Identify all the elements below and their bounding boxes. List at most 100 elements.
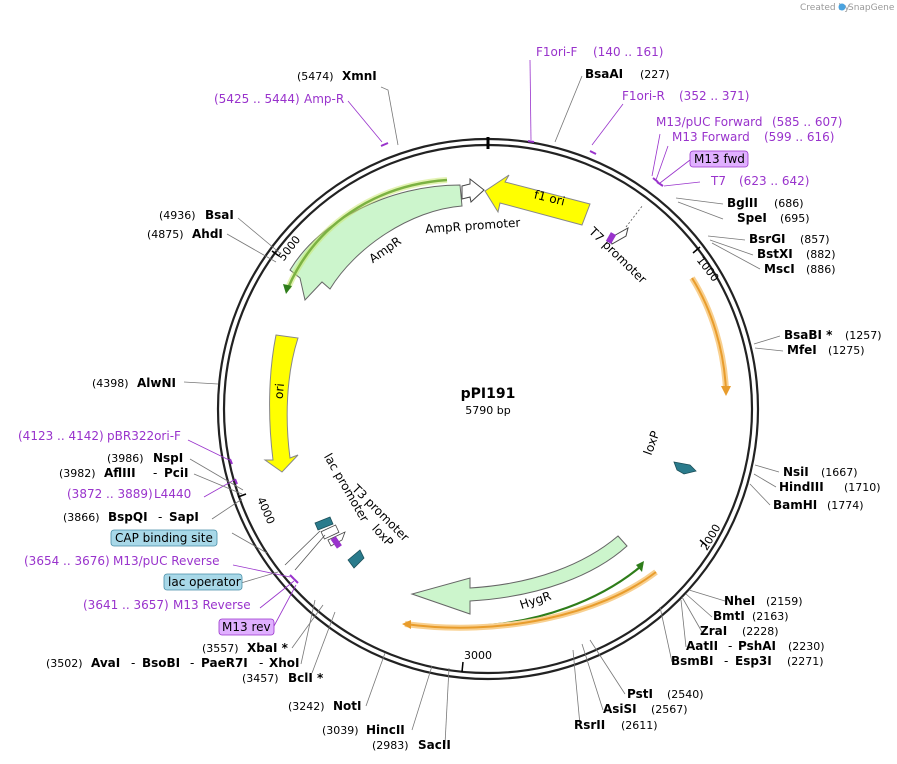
enzyme-zrai-pos: (2228) <box>742 625 779 638</box>
enzyme-aatii[interactable]: AatII <box>686 639 718 653</box>
enzyme-bsrgi[interactable]: BsrGI <box>749 232 786 246</box>
enzyme-xmni[interactable]: XmnI <box>342 69 377 83</box>
enzyme-bstxi-pos: (882) <box>806 248 836 261</box>
primer-m13-reverse[interactable]: M13 Reverse <box>173 598 251 612</box>
enzyme-afliii[interactable]: AflIII <box>104 466 136 480</box>
enzyme-bmti[interactable]: BmtI <box>713 609 745 623</box>
snapgene-logo-icon <box>838 3 846 11</box>
orf-bottom <box>404 571 657 629</box>
enzyme-afliii-pos: (3982) <box>59 467 96 480</box>
primer-m13-forward-range: (599 .. 616) <box>764 130 834 144</box>
credit-brand: SnapGene <box>848 3 895 13</box>
enzyme-ahdi[interactable]: AhdI <box>192 227 223 241</box>
enzyme-alwni-pos: (4398) <box>92 377 129 390</box>
enzyme-esp3i[interactable]: Esp3I <box>735 654 772 668</box>
enzyme-avai[interactable]: AvaI <box>91 656 120 670</box>
enzyme-sacii-pos: (2983) <box>372 739 409 752</box>
enzyme-mfei[interactable]: MfeI <box>787 343 817 357</box>
primer-t7-range: (623 .. 642) <box>739 174 809 188</box>
hygr-feature[interactable] <box>410 535 628 615</box>
f1-ori-feature[interactable] <box>484 174 591 226</box>
enzyme-bcli[interactable]: BclI * <box>288 671 324 685</box>
enzyme-leaders <box>183 75 784 745</box>
enzyme-bsabi[interactable]: BsaBI * <box>784 328 833 342</box>
enzyme-bglii[interactable]: BglII <box>727 196 758 210</box>
enzyme-hincii[interactable]: HincII <box>366 723 405 737</box>
m13-rev-box[interactable] <box>218 618 275 636</box>
enzyme-aatii-pos: (2230) <box>788 640 825 653</box>
enzyme-rsrii[interactable]: RsrII <box>574 718 605 732</box>
enzyme-nsii[interactable]: NsiI <box>783 465 809 479</box>
enzyme-bsai[interactable]: BsaI <box>205 208 234 222</box>
enzyme-bsai-pos: (4936) <box>159 209 196 222</box>
svg-text:-: - <box>158 510 162 524</box>
enzyme-sapi[interactable]: SapI <box>169 510 199 524</box>
enzyme-asisi[interactable]: AsiSI <box>603 702 637 716</box>
enzyme-nspi[interactable]: NspI <box>153 451 183 465</box>
orf-right <box>691 277 727 391</box>
enzyme-sacii[interactable]: SacII <box>418 738 451 752</box>
enzyme-bamhi-pos: (1774) <box>827 499 864 512</box>
enzyme-pcii[interactable]: PciI <box>164 466 189 480</box>
ampr-promoter-label: AmpR promoter <box>425 215 521 236</box>
loxp-left-feature[interactable] <box>347 549 365 569</box>
enzyme-bspqi[interactable]: BspQI <box>108 510 148 524</box>
enzyme-hindiii[interactable]: HindIII <box>779 480 824 494</box>
primer-l4440-range: (3872 .. 3889) <box>67 487 153 501</box>
lac-cluster <box>284 516 365 571</box>
primer-m13-puc-forward[interactable]: M13/pUC Forward <box>656 115 763 129</box>
enzyme-nhei[interactable]: NheI <box>724 594 755 608</box>
ampr-promoter-feature[interactable] <box>461 177 485 203</box>
enzyme-bsabi-pos: (1257) <box>845 329 882 342</box>
enzyme-noti[interactable]: NotI <box>333 699 362 713</box>
snapgene-credit: Created by SnapGene <box>800 3 895 13</box>
primer-amp-r[interactable]: Amp-R <box>304 92 344 106</box>
enzyme-xhoi[interactable]: XhoI <box>269 656 300 670</box>
enzyme-bcli-pos: (3457) <box>242 672 279 685</box>
enzyme-zrai[interactable]: ZraI <box>700 624 727 638</box>
primer-f1ori-f[interactable]: F1ori-F <box>536 45 577 59</box>
enzyme-nsii-pos: (1667) <box>821 466 858 479</box>
enzyme-msci[interactable]: MscI <box>764 262 795 276</box>
primer-m13-reverse-range: (3641 .. 3657) <box>83 598 169 612</box>
ampr-feature[interactable] <box>289 184 463 302</box>
t7-promoter-label: T7 promoter <box>585 224 649 287</box>
enzyme-mfei-pos: (1275) <box>828 344 865 357</box>
enzyme-hincii-pos: (3039) <box>322 724 359 737</box>
credit-prefix: Created by <box>800 3 850 13</box>
m13-fwd-label: M13 fwd <box>694 152 745 166</box>
svg-text:-: - <box>724 654 728 668</box>
primer-pbr322ori-f[interactable]: pBR322ori-F <box>107 429 181 443</box>
m13-fwd-box[interactable] <box>689 150 749 168</box>
enzyme-bsaai[interactable]: BsaAI <box>585 67 623 81</box>
primer-m13-forward[interactable]: M13 Forward <box>672 130 750 144</box>
svg-text:-: - <box>190 656 194 670</box>
enzyme-nhei-pos: (2159) <box>766 595 803 608</box>
tick-4000: 4000 <box>254 495 277 526</box>
cap-binding-site-box[interactable] <box>110 529 218 547</box>
enzyme-bsobi[interactable]: BsoBI <box>142 656 180 670</box>
primer-pbr322ori-f-range: (4123 .. 4142) <box>18 429 104 443</box>
enzyme-paer7i[interactable]: PaeR7I <box>201 656 248 670</box>
ori-feature[interactable] <box>263 334 299 473</box>
lac-operator-box[interactable] <box>163 573 243 591</box>
primer-f1ori-r[interactable]: F1ori-R <box>622 89 665 103</box>
primer-m13-puc-reverse[interactable]: M13/pUC Reverse <box>113 554 220 568</box>
ori-label: ori <box>272 383 287 400</box>
enzyme-pshai[interactable]: PshAI <box>738 639 776 653</box>
cap-binding-site-label: CAP binding site <box>115 531 213 545</box>
enzyme-spei[interactable]: SpeI <box>737 211 767 225</box>
loxp-right-feature[interactable] <box>673 461 697 475</box>
enzyme-bstxi[interactable]: BstXI <box>757 247 793 261</box>
enzyme-alwni[interactable]: AlwNI <box>137 376 176 390</box>
enzyme-bamhi[interactable]: BamHI <box>773 498 817 512</box>
enzyme-xbai-pos: (3557) <box>202 642 239 655</box>
lac-operator-mark[interactable] <box>314 516 334 531</box>
enzyme-bsmbi-pos: (2271) <box>787 655 824 668</box>
enzyme-psti[interactable]: PstI <box>627 687 653 701</box>
lac-promoter-mark[interactable] <box>320 524 340 540</box>
primer-t7[interactable]: T7 <box>710 174 726 188</box>
enzyme-bsmbi[interactable]: BsmBI <box>671 654 713 668</box>
enzyme-xbai[interactable]: XbaI * <box>247 641 289 655</box>
primer-l4440[interactable]: L4440 <box>154 487 191 501</box>
